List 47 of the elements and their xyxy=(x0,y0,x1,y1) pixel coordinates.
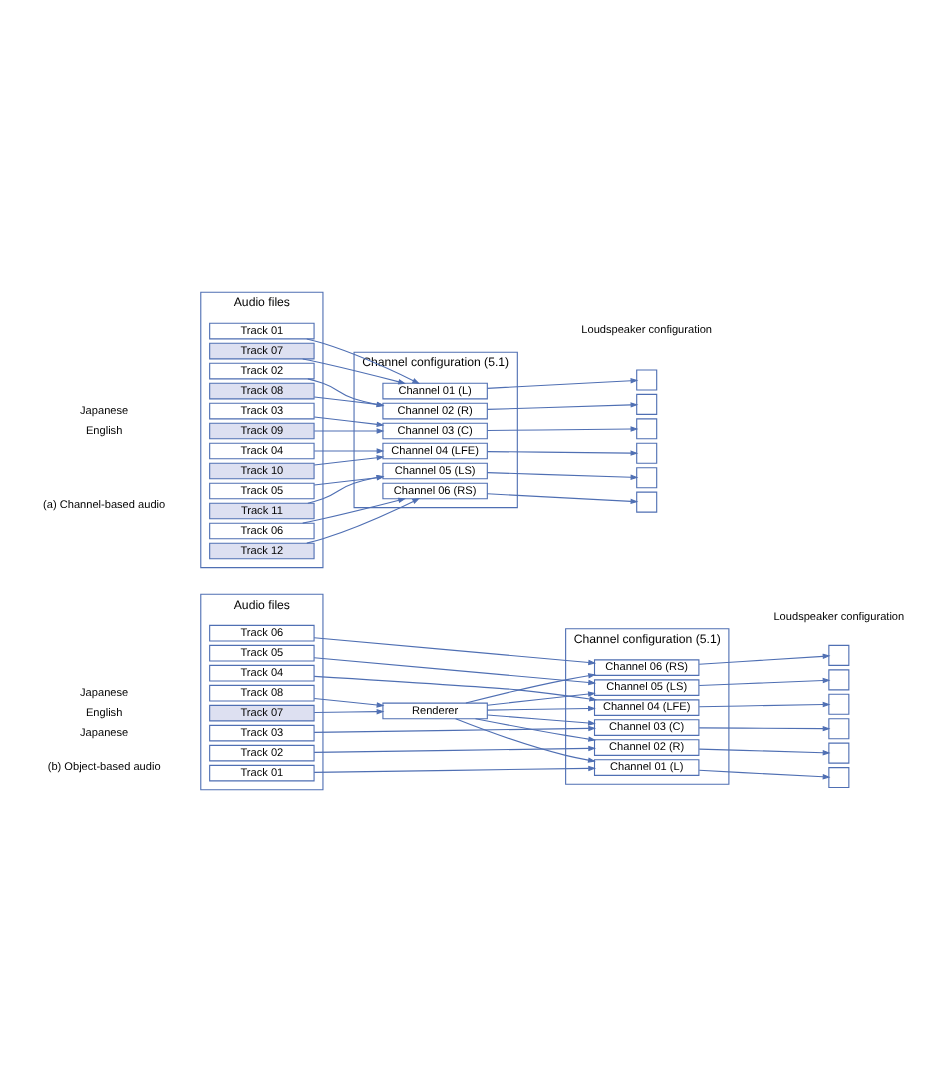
arrow xyxy=(313,395,385,407)
arrow xyxy=(313,707,385,714)
arrow xyxy=(486,471,639,479)
node-box xyxy=(636,368,658,390)
arrow xyxy=(698,724,831,731)
arrow xyxy=(698,676,831,686)
node-box xyxy=(636,417,658,439)
arrow xyxy=(698,747,831,755)
node-box xyxy=(636,490,658,512)
arrow xyxy=(474,717,596,741)
arrow xyxy=(313,674,598,701)
node-box xyxy=(828,692,850,714)
arrow xyxy=(313,447,385,453)
arrow xyxy=(698,768,831,779)
arrow xyxy=(313,696,385,707)
arrow xyxy=(313,744,597,752)
arrow xyxy=(486,449,639,455)
arrow xyxy=(313,415,385,427)
node-box xyxy=(636,392,658,414)
arrow xyxy=(455,717,596,762)
arrow xyxy=(306,497,421,543)
arrow xyxy=(486,704,596,711)
node-box xyxy=(828,668,850,690)
node-box xyxy=(636,466,658,488)
arrow xyxy=(486,377,639,388)
arrow xyxy=(307,377,385,407)
arrow xyxy=(698,700,831,707)
arrow xyxy=(306,337,421,383)
arrow xyxy=(486,401,639,409)
arrow xyxy=(486,690,596,705)
node-box xyxy=(828,766,850,788)
arrow xyxy=(313,454,385,465)
arrow xyxy=(313,724,597,732)
arrow xyxy=(486,425,639,431)
arrow xyxy=(465,672,596,703)
arrow xyxy=(698,652,831,664)
node-box xyxy=(828,643,850,665)
node-box xyxy=(828,741,850,763)
arrow xyxy=(313,636,597,665)
arrow xyxy=(302,496,407,523)
node-box xyxy=(636,441,658,463)
arrow xyxy=(313,656,597,685)
arrow xyxy=(313,764,597,772)
node-box xyxy=(828,717,850,739)
arrow xyxy=(486,713,596,725)
arrow xyxy=(313,427,385,433)
arrow xyxy=(486,492,639,504)
